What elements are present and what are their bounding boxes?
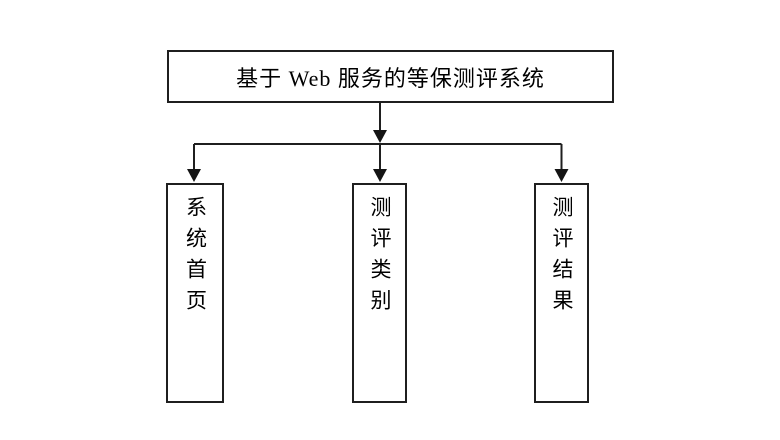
child-node-system-home: 系统首页	[166, 183, 224, 403]
child-node-evaluation-result-label: 测评结果	[550, 196, 574, 320]
root-node: 基于 Web 服务的等保测评系统	[167, 50, 614, 103]
branch-arrowhead-right-icon	[554, 169, 569, 182]
child-node-evaluation-category: 测评类别	[352, 183, 407, 403]
branch-arrowhead-center-icon	[373, 169, 387, 182]
child-node-system-home-label: 系统首页	[183, 196, 208, 320]
root-arrowhead-icon	[373, 130, 387, 143]
root-node-label: 基于 Web 服务的等保测评系统	[236, 65, 545, 91]
branch-arrowhead-left-icon	[187, 169, 201, 182]
child-node-evaluation-category-label: 测评类别	[368, 196, 392, 320]
child-node-evaluation-result: 测评结果	[534, 183, 589, 403]
